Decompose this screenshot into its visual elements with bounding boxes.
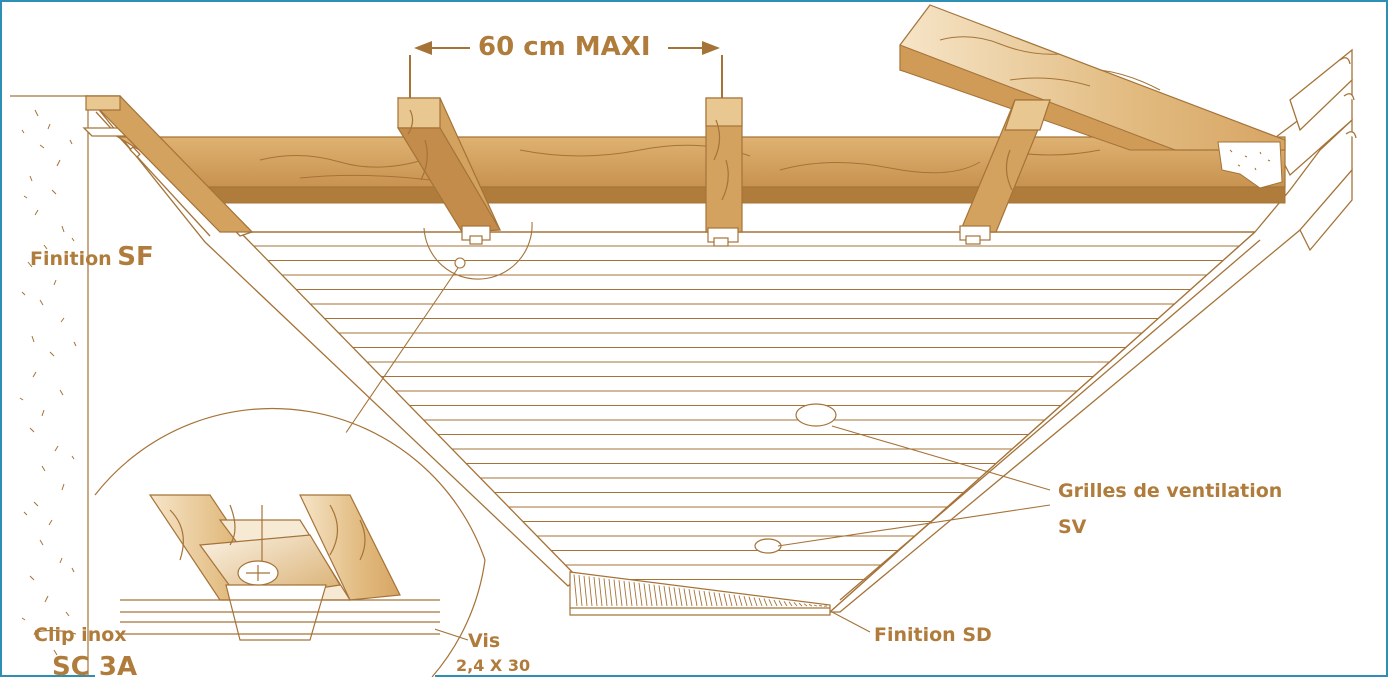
vis-label-line1: Vis (468, 630, 501, 652)
clip-label-line2: SC 3A (52, 652, 138, 677)
batten-left (84, 95, 254, 233)
dimension-markers (409, 41, 723, 98)
masonry-wall (10, 95, 89, 677)
batten-3 (959, 99, 1051, 233)
finition-sf-prefix: Finition (30, 248, 112, 270)
right-fascia-trim (828, 48, 1357, 613)
main-beam (115, 136, 1286, 204)
finition-sd-trim (569, 571, 831, 616)
dimension-label: 60 cm MAXI (478, 32, 651, 62)
finition-sf-label: Finition SF (30, 244, 154, 270)
grilles-label-line2: SV (1058, 516, 1087, 538)
batten-1 (396, 97, 502, 233)
vis-label-line2: 2,4 X 30 (456, 656, 531, 675)
clip-markers (461, 225, 991, 247)
finition-sd-label: Finition SD (874, 624, 992, 646)
upper-rafter (899, 4, 1286, 189)
clip-label-line1: Clip inox (34, 624, 127, 646)
clip-detail-magnifier (94, 407, 486, 677)
finition-sf-code: SF (117, 242, 154, 272)
ventilation-grille-icon (754, 403, 837, 554)
batten-2 (705, 97, 743, 233)
grilles-label-line1: Grilles de ventilation (1058, 480, 1283, 502)
